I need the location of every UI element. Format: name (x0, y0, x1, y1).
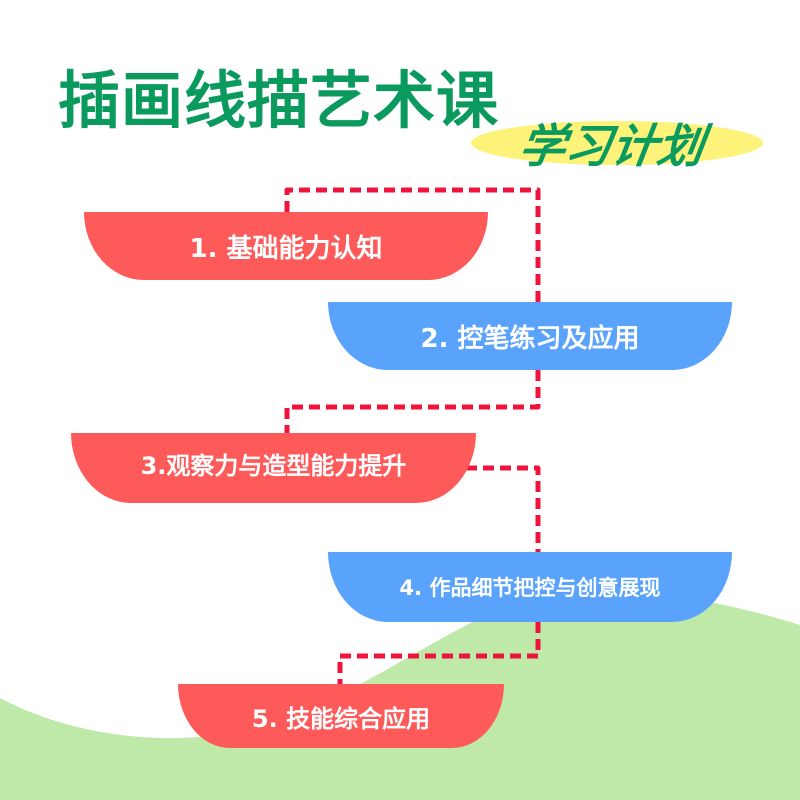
step-5: 5. 技能综合应用 (178, 684, 504, 748)
connector-2-3 (284, 370, 541, 433)
connector-3-4 (466, 465, 541, 552)
step-3: 3.观察力与造型能力提升 (71, 433, 476, 503)
step-2: 2. 控笔练习及应用 (328, 302, 732, 370)
connector-1-2 (284, 187, 541, 302)
step-1: 1. 基础能力认知 (84, 212, 488, 280)
page-subtitle: 学习计划 (515, 119, 708, 173)
step-label: 3.观察力与造型能力提升 (140, 451, 407, 480)
step-label: 4. 作品细节把控与创意展现 (399, 576, 661, 600)
subtitle-highlight (471, 121, 763, 165)
page-title: 插画线描艺术课 (58, 64, 500, 137)
connector-4-5 (337, 622, 541, 684)
step-label: 5. 技能综合应用 (251, 704, 431, 733)
step-label: 2. 控笔练习及应用 (420, 323, 640, 354)
step-4: 4. 作品细节把控与创意展现 (328, 552, 732, 622)
step-label: 1. 基础能力认知 (189, 233, 383, 264)
